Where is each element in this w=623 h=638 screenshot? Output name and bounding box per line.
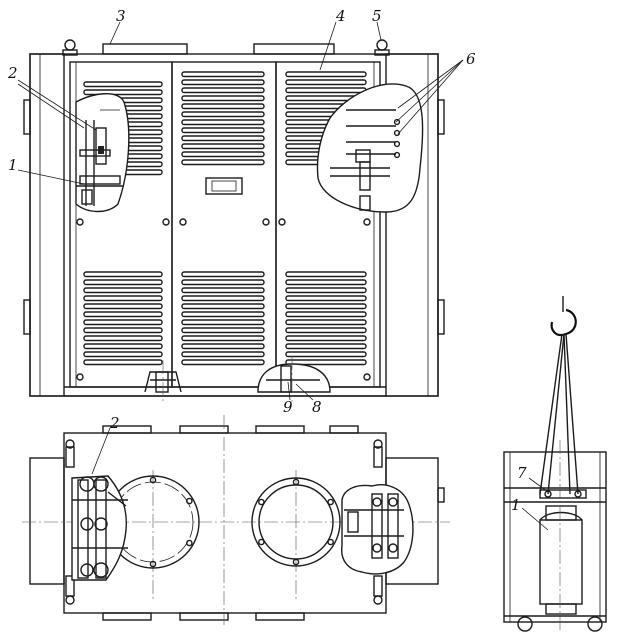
flange-bolt	[292, 558, 300, 566]
louvre-slot	[83, 295, 163, 302]
louvre-slot	[285, 71, 367, 78]
louvre-slot	[181, 335, 265, 342]
louvre-slot	[285, 271, 367, 278]
louvre-slot	[83, 343, 163, 350]
flange-bolt	[292, 478, 300, 486]
louvre-slot	[181, 271, 265, 278]
louvre-slot	[181, 111, 265, 118]
louvre-slot	[181, 127, 265, 134]
louvre-slot	[83, 89, 163, 96]
louvre-slot	[181, 343, 265, 350]
louvre-slot	[181, 311, 265, 318]
lifting-hook	[550, 308, 577, 337]
label-4: 4	[335, 7, 346, 25]
label-8: 8	[312, 398, 322, 416]
side-view	[503, 296, 607, 632]
bottom-support	[144, 356, 331, 402]
flange-bolt	[327, 538, 334, 546]
louvre-slot	[285, 295, 367, 302]
louvre-slot	[83, 327, 163, 334]
louvre-slot	[181, 351, 265, 358]
top-cover-lug-right	[253, 43, 335, 55]
louvre-slot	[83, 279, 163, 286]
louvre-slot	[181, 135, 265, 142]
label-3: 3	[116, 7, 126, 25]
louvre-slot	[181, 287, 265, 294]
louvre-slot	[83, 311, 163, 318]
louvre-slot	[83, 359, 163, 366]
label-2-bottom: 2	[109, 414, 120, 432]
louvre-slot	[285, 287, 367, 294]
louvre-slot	[83, 303, 163, 310]
louvre-slot	[181, 295, 265, 302]
louvre-slot	[285, 351, 367, 358]
louvre-slot	[285, 87, 367, 94]
louvre-slot	[285, 359, 367, 366]
flange-bolt	[149, 476, 157, 484]
louvre-slot	[285, 279, 367, 286]
plan-left-mechanism	[71, 475, 128, 581]
louvre-slot	[181, 303, 265, 310]
louvre-slot	[181, 87, 265, 94]
plan-right-mechanism	[341, 484, 414, 575]
louvre-slot	[181, 71, 265, 78]
louvre-slot	[181, 143, 265, 150]
label-9: 9	[283, 398, 293, 416]
louvre-slot	[181, 359, 265, 366]
louvre-slot	[285, 303, 367, 310]
flange-bolt	[258, 538, 265, 546]
louvre-slot	[181, 327, 265, 334]
right-cutaway	[316, 83, 424, 213]
louvre-slot	[181, 279, 265, 286]
label-5: 5	[372, 7, 382, 25]
louvre-slot	[285, 79, 367, 86]
louvre-slot	[83, 271, 163, 278]
plan-view	[22, 415, 450, 625]
top-cover-lug-left	[102, 43, 188, 55]
louvre-slot	[181, 103, 265, 110]
louvre-slot	[83, 335, 163, 342]
louvre-slot	[285, 319, 367, 326]
louvre-slot	[181, 159, 265, 166]
louvre-slot	[83, 287, 163, 294]
flange-bolt	[186, 539, 193, 547]
lifting-eye-right	[376, 39, 388, 51]
louvre-slot	[181, 319, 265, 326]
label-2-top: 2	[7, 64, 18, 82]
lifting-eye-left	[64, 39, 76, 51]
flange-bolt	[258, 498, 265, 506]
louvre-slot	[285, 335, 367, 342]
louvre-slot	[181, 119, 265, 126]
louvre-slot	[83, 351, 163, 358]
panel-center	[171, 61, 277, 388]
louvre-slot	[181, 79, 265, 86]
louvre-slot	[181, 95, 265, 102]
louvre-slot	[285, 343, 367, 350]
label-1-side: 1	[511, 496, 521, 514]
label-1-top: 1	[8, 156, 18, 174]
louvre-slot	[83, 319, 163, 326]
leader-lines	[17, 21, 549, 531]
louvre-slot	[285, 311, 367, 318]
louvre-slot	[181, 151, 265, 158]
left-cutaway	[75, 93, 130, 213]
label-6: 6	[466, 50, 476, 68]
flange-bolt	[327, 498, 334, 506]
louvre-slot	[83, 81, 163, 88]
louvre-slot	[285, 327, 367, 334]
flange-bolt	[186, 497, 193, 505]
front-view	[23, 39, 445, 402]
flange-bolt	[149, 560, 157, 568]
label-7: 7	[517, 464, 527, 482]
callout-labels: 3 4 5 2 6 1 9 8 2 7 1	[7, 7, 527, 514]
